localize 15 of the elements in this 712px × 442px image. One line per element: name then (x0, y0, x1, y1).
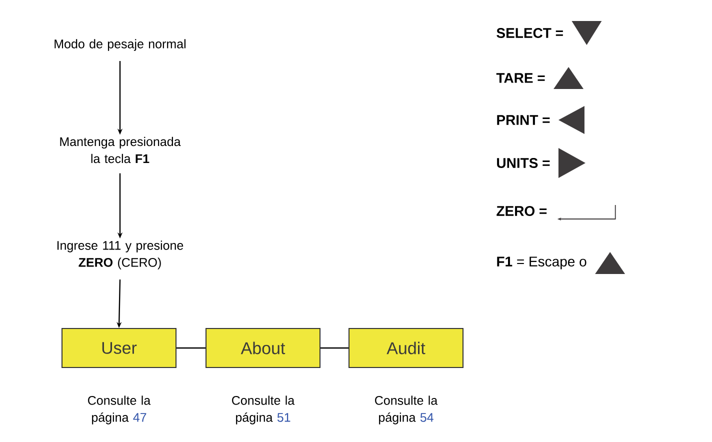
step-text: Ingrese 111 y presione ZERO (CERO) (57, 240, 184, 270)
key-label: F1 = Escape o (497, 256, 586, 270)
key-label: UNITS = (497, 158, 550, 168)
key-label: ZERO = (496, 206, 547, 216)
step-text: Mantenga presionada la tecla F1 (60, 136, 181, 164)
key-label: PRINT = (497, 115, 550, 125)
key-label: TARE = (496, 73, 545, 83)
menu-box: Audit (348, 328, 464, 368)
key-label: SELECT = (496, 28, 563, 38)
page-reference: Consulte la página 47 (88, 396, 151, 424)
page-reference: Consulte la página 51 (232, 396, 295, 424)
menu-box: User (62, 328, 176, 368)
menu-box: About (206, 328, 320, 368)
step-text: Modo de pesaje normal (54, 39, 186, 51)
page-reference: Consulte la página 54 (375, 396, 438, 424)
